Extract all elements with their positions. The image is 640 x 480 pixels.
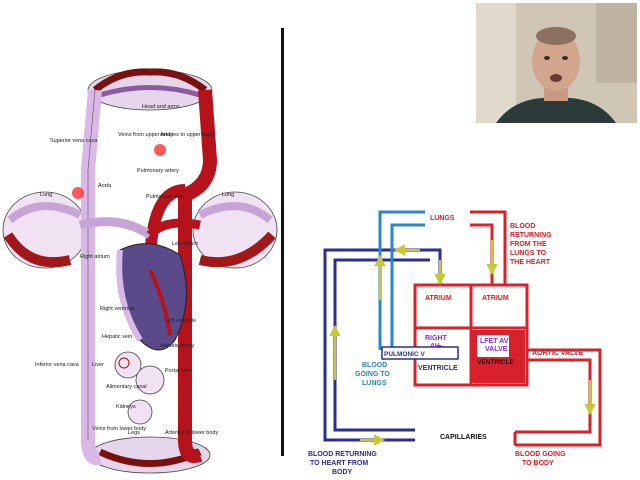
label-right-av-1: RIGHT [425, 335, 448, 342]
pulmonic-valve-box [381, 346, 459, 360]
label-blood-returning-lungs-2: RETURNING [510, 232, 552, 239]
blue-to-lungs-path [378, 210, 425, 350]
label-aortic-valve: AORTIC VALVE [532, 350, 583, 357]
flow-arrows [329, 240, 596, 446]
label-atrium-right: ATRIUM [482, 295, 509, 302]
alimentary-canal [135, 365, 165, 395]
label-portal-vein: Portal vein [165, 368, 191, 374]
webcam-video [476, 3, 637, 123]
presenter-image [476, 3, 637, 123]
label-ventricle-right: VENTRICLE [477, 359, 515, 366]
label-superior-vena-cava: Superior vena cava [50, 138, 98, 144]
label-lung-left: Lung [40, 192, 52, 198]
vein-loop [81, 89, 102, 466]
artery-loop [178, 89, 218, 463]
red-to-body-path [515, 348, 602, 447]
label-pulmonary-vein: Pulmonary vein [146, 194, 184, 200]
label-right-ventricle: Right ventricle [100, 306, 135, 312]
label-pulmonic-valve: PULMONIC V [384, 351, 425, 358]
label-hepatic-artery: Hepatic artery [160, 343, 194, 349]
label-blood-going-body-1: BLOOD GOING [515, 451, 566, 458]
label-inferior-vena-cava: Inferior vena cava [35, 362, 80, 368]
label-blood-returning-body-2: TO HEART FROM [310, 460, 368, 467]
label-right-atrium: Right atrium [80, 254, 110, 260]
label-arteries-upper: Arteries to upper body [160, 132, 214, 138]
label-aorta: Aorta [98, 183, 112, 189]
label-blood-returning-body-1: BLOOD RETURNING [308, 451, 377, 458]
label-left-av-valve-2: VALVE [485, 346, 508, 353]
label-blood-going-lungs-2: GOING TO [355, 371, 390, 378]
label-capillaries: CAPILLARIES [440, 434, 487, 441]
label-blood-returning-lungs-1: BLOOD [510, 223, 535, 230]
label-blood-returning-lungs-3: FROM THE [510, 241, 547, 248]
kidneys [127, 399, 153, 425]
label-left-atrium: Left atrium [172, 241, 198, 247]
label-head-arms: Head and arms [142, 104, 180, 110]
label-pulmonary-artery: Pulmonary artery [137, 168, 179, 174]
left-lung [2, 191, 88, 269]
label-blood-going-lungs-3: LUNGS [362, 380, 387, 387]
head-capillary-bed [87, 68, 213, 111]
label-ventricle-left: VENTRICLE [418, 365, 458, 372]
circulation-anatomy-diagram: Head and arms Veins from upper body Arte… [2, 68, 278, 474]
label-alimentary-canal: Alimentary canal [106, 384, 147, 390]
label-veins-lower: Veins from lower body [92, 426, 146, 432]
right-lung [192, 191, 278, 269]
label-liver: Liver [92, 362, 104, 368]
heart-flow-schematic: LUNGS BLOOD RETURNING FROM THE LUNGS TO … [308, 210, 602, 476]
divider-line [281, 28, 284, 456]
label-veins-upper: Veins from upper body [118, 132, 173, 138]
label-kidneys: Kidneys [116, 404, 136, 410]
label-blood-going-body-2: TO BODY [522, 460, 554, 467]
label-blood-returning-body-3: BODY [332, 469, 353, 476]
label-right-av-2: AV [430, 343, 440, 350]
red-marker-dot [154, 144, 166, 156]
label-blood-returning-lungs-5: THE HEART [510, 259, 551, 266]
heart-chambers-box [413, 283, 529, 387]
label-arteries-lower: Arteries to lower body [165, 430, 218, 436]
red-from-lungs-path [470, 210, 507, 285]
red-marker-dot [72, 187, 84, 199]
liver [114, 351, 142, 379]
label-legs: Legs [128, 430, 140, 436]
label-lung-right: Lung [222, 192, 234, 198]
label-left-av-valve-1: LFET AV [480, 338, 509, 345]
label-blood-going-lungs-1: BLOOD [362, 362, 387, 369]
label-hepatic-vein: Hepatic vein [102, 334, 132, 340]
label-atrium-left: ATRIUM [425, 295, 452, 302]
label-blood-returning-lungs-4: LUNGS TO [510, 250, 547, 257]
label-lungs: LUNGS [430, 215, 455, 222]
label-left-ventricle: Left ventricle [165, 318, 196, 324]
heart [116, 243, 187, 351]
